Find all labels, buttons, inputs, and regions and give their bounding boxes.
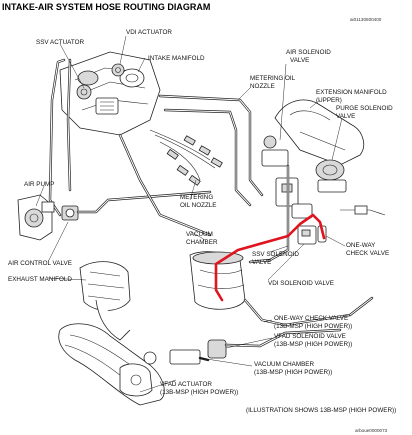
purge-solenoid-drawing	[315, 159, 345, 181]
engine-drawing	[17, 51, 386, 406]
lower-right-hoses	[198, 296, 374, 362]
upper-hose-run	[158, 94, 264, 207]
intake-manifold-drawing	[59, 51, 161, 136]
figure-code-top: ai01130800400	[350, 17, 382, 22]
mid-hoses	[118, 133, 290, 264]
label-extension-manifold-1: EXTENSION MANIFOLD	[316, 89, 387, 96]
label-air-pump: AIR PUMP	[24, 181, 54, 188]
label-exhaust-manifold: EXHAUST MANIFOLD	[8, 276, 72, 283]
highlighted-ssv-hose	[214, 213, 326, 302]
vacuum-chamber-drawing	[189, 251, 246, 310]
label-air-control-valve: AIR CONTROL VALVE	[8, 260, 72, 267]
label-ssv-solenoid-valve-1: SSV SOLENOID	[252, 251, 299, 258]
label-metering-oil-nozzle-top-2: NOZZLE	[250, 83, 275, 90]
label-illustration-note: (ILLUSTRATION SHOWS 13B-MSP (HIGH POWER)…	[246, 407, 396, 414]
label-vfad-actuator-2: (13B-MSP (HIGH POWER))	[160, 389, 238, 396]
component-labels: SSV ACTUATOR VDI ACTUATOR INTAKE MANIFOL…	[8, 29, 396, 414]
label-vacuum-chamber-2: CHAMBER	[186, 239, 218, 246]
vfad-actuator-drawing	[119, 363, 153, 397]
leader-lines	[35, 35, 346, 393]
vfad-components-drawing	[119, 339, 227, 397]
label-one-way-check-valve-1: ONE-WAY	[346, 242, 376, 249]
label-vacuum-chamber-hp-1: VACUUM CHAMBER	[254, 361, 315, 368]
label-intake-manifold: INTAKE MANIFOLD	[148, 55, 205, 62]
label-metering-oil-nozzle-mid-1: METERING	[180, 194, 213, 201]
label-metering-oil-nozzle-mid-2: OIL NOZZLE	[180, 202, 217, 209]
label-vfad-solenoid-valve-2: (13B-MSP (HIGH POWER))	[274, 341, 352, 348]
air-pump-drawing	[17, 194, 55, 241]
metering-oil-lines	[149, 129, 223, 186]
figure-code-bottom: arboue0000073	[355, 428, 388, 433]
label-purge-solenoid-valve-1: PURGE SOLENOID	[336, 105, 393, 112]
label-ssv-actuator: SSV ACTUATOR	[36, 39, 85, 46]
label-ssv-solenoid-valve-2: VALVE	[252, 259, 271, 266]
label-ow-check-valve-hp-1: ONE-WAY CHECK VALVE	[274, 315, 348, 322]
label-vacuum-chamber-1: VACUUM	[186, 231, 213, 238]
label-vfad-solenoid-valve-1: VFAD SOLENOID VALVE	[274, 333, 346, 340]
label-metering-oil-nozzle-top-1: METERING OIL	[250, 75, 296, 82]
label-ow-check-valve-hp-2: (13B-MSP (HIGH POWER))	[274, 323, 352, 330]
label-air-solenoid-valve-2: VALVE	[290, 57, 309, 64]
label-air-solenoid-valve-1: AIR SOLENOID	[286, 49, 331, 56]
air-solenoid-valve-drawing	[261, 149, 289, 167]
label-vdi-actuator: VDI ACTUATOR	[126, 29, 172, 36]
label-purge-solenoid-valve-2: VALVE	[336, 113, 355, 120]
exhaust-manifold-drawing	[79, 261, 131, 341]
diagram-title: INTAKE-AIR SYSTEM HOSE ROUTING DIAGRAM	[2, 2, 210, 12]
label-vdi-solenoid-valve: VDI SOLENOID VALVE	[268, 280, 334, 287]
extension-manifold-drawing	[274, 99, 365, 193]
label-extension-manifold-2: (UPPER)	[316, 97, 342, 104]
label-one-way-check-valve-2: CHECK VALVE	[346, 250, 389, 257]
air-control-valve-drawing	[61, 190, 212, 221]
label-vfad-actuator-1: VFAD ACTUATOR	[160, 381, 212, 388]
ssv-actuator-drawing	[76, 84, 92, 100]
label-vacuum-chamber-hp-2: (13B-MSP (HIGH POWER))	[254, 369, 332, 376]
vdi-actuator-drawing	[111, 63, 125, 77]
